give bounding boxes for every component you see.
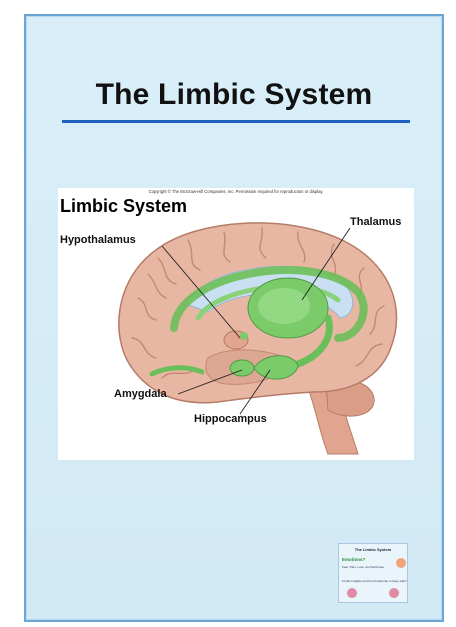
label-hypothalamus: Hypothalamus [60, 234, 136, 246]
diagram-heading: Limbic System [60, 196, 187, 217]
title-underline [62, 120, 410, 123]
label-thalamus: Thalamus [350, 216, 401, 228]
slide-thumbnail[interactable]: The Limbic System Emotions? Fear, Pain, … [338, 543, 408, 603]
thumbnail-line-1: Fear, Pain, Love, and Self-Care [342, 565, 384, 569]
document-page: The Limbic System [24, 14, 444, 622]
thumbnail-subtitle: Emotions? [342, 557, 365, 562]
thumbnail-line-2: Limbic insights and the frontal lobe to … [342, 579, 407, 583]
thumbnail-orange-image [396, 558, 406, 568]
label-amygdala: Amygdala [114, 388, 167, 400]
label-hippocampus: Hippocampus [194, 413, 267, 425]
page-title: The Limbic System [26, 78, 442, 112]
thumbnail-pink-image-left [347, 588, 357, 598]
copyright-notice: Copyright © The McGraw-Hill Companies, I… [58, 189, 414, 194]
thumbnail-title: The Limbic System [339, 547, 407, 552]
thumbnail-pink-image-right [389, 588, 399, 598]
limbic-system-diagram: Copyright © The McGraw-Hill Companies, I… [58, 188, 414, 460]
